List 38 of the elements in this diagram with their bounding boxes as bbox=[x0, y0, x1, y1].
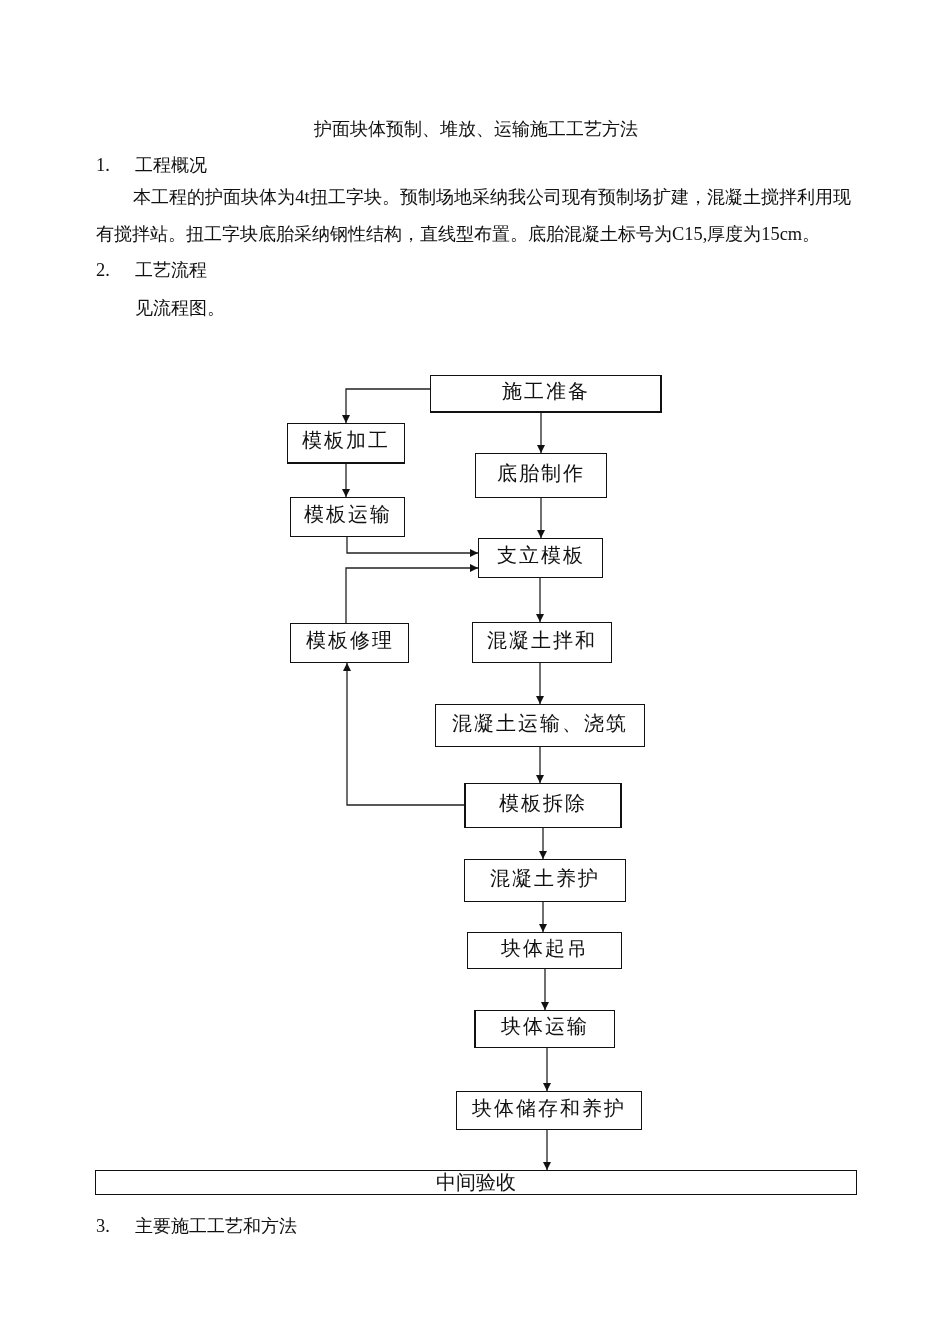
arrow bbox=[536, 746, 544, 784]
arrow bbox=[543, 1129, 551, 1171]
process-box: 块体起吊 bbox=[467, 932, 622, 969]
arrow bbox=[346, 536, 479, 557]
document-title: 护面块体预制、堆放、运输施工工艺方法 bbox=[314, 118, 638, 141]
process-box: 混凝土运输、浇筑 bbox=[435, 704, 645, 747]
arrow bbox=[537, 412, 545, 454]
arrow bbox=[541, 968, 549, 1011]
arrow bbox=[536, 662, 544, 705]
section-number: 1. bbox=[96, 154, 110, 177]
arrow bbox=[343, 662, 465, 806]
process-box: 底胎制作 bbox=[475, 453, 607, 498]
arrow bbox=[539, 901, 547, 933]
section-heading: 主要施工工艺和方法 bbox=[135, 1215, 297, 1238]
process-box: 混凝土拌和 bbox=[472, 622, 612, 663]
process-box: 模板运输 bbox=[290, 497, 405, 537]
process-box: 块体储存和养护 bbox=[456, 1091, 642, 1130]
arrow bbox=[536, 577, 544, 623]
process-box: 中间验收 bbox=[95, 1170, 857, 1195]
body-paragraph: 本工程的护面块体为4t扭工字块。预制场地采纳我公司现有预制场扩建，混凝土搅拌利用现有搅拌站。扭工字块底胎采纳钢性结构，直线型布置。底胎混凝土标号为C15,厚度为15cm。 bbox=[96, 185, 851, 246]
arrow bbox=[543, 1047, 551, 1092]
arrow bbox=[345, 564, 479, 624]
process-box: 支立模板 bbox=[478, 538, 603, 578]
arrow bbox=[342, 388, 431, 424]
process-box: 块体运输 bbox=[474, 1010, 615, 1048]
process-box: 模板加工 bbox=[287, 423, 405, 464]
section-heading: 工艺流程 bbox=[135, 259, 207, 282]
arrow bbox=[539, 827, 547, 860]
arrow bbox=[342, 463, 350, 498]
body-text: 见流程图。 bbox=[135, 297, 225, 320]
process-box: 模板拆除 bbox=[464, 783, 622, 828]
section-heading: 工程概况 bbox=[135, 154, 207, 177]
section-number: 3. bbox=[96, 1215, 110, 1238]
process-box: 混凝土养护 bbox=[464, 859, 626, 902]
process-box: 模板修理 bbox=[290, 623, 409, 663]
process-box: 施工准备 bbox=[430, 375, 662, 413]
section-number: 2. bbox=[96, 259, 110, 282]
arrow bbox=[537, 497, 545, 539]
